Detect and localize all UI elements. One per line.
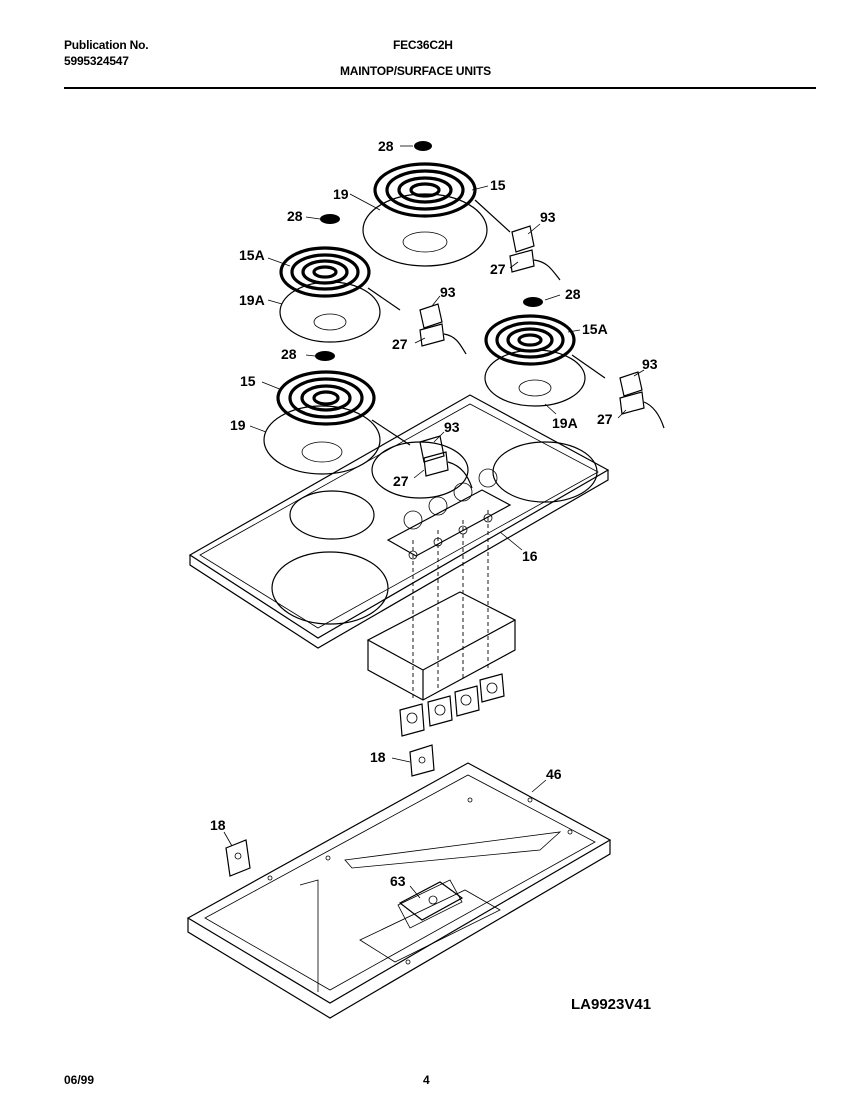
callout-16: 16 xyxy=(522,548,538,564)
callout-93-mid: 93 xyxy=(440,284,456,300)
plate-63 xyxy=(398,881,464,921)
callout-27-top: 27 xyxy=(490,261,506,277)
callout-27-mid: 27 xyxy=(392,336,408,352)
footer-date: 06/99 xyxy=(64,1073,95,1087)
surface-unit-low xyxy=(263,370,411,475)
figure-id: LA9923V41 xyxy=(571,996,652,1013)
callout-19-top: 19 xyxy=(333,186,349,202)
callout-28-right: 28 xyxy=(565,286,581,302)
surface-unit-left xyxy=(279,246,401,343)
callout-19a-right: 19A xyxy=(552,415,578,431)
callout-93-top: 93 xyxy=(540,209,556,225)
publication-label: Publication No. xyxy=(64,38,149,52)
callout-46: 46 xyxy=(546,766,562,782)
section-title: MAINTOP/SURFACE UNITS xyxy=(340,64,491,78)
callout-27-right: 27 xyxy=(597,411,613,427)
callout-18-mid: 18 xyxy=(370,749,386,765)
callout-19-low: 19 xyxy=(230,417,246,433)
surface-unit-top xyxy=(362,162,511,267)
callout-28-top: 28 xyxy=(378,138,394,154)
callout-28-low: 28 xyxy=(281,346,297,362)
callout-28-left: 28 xyxy=(287,208,303,224)
callout-15a-left: 15A xyxy=(239,247,265,263)
callout-15-top: 15 xyxy=(490,177,506,193)
callout-18-left: 18 xyxy=(210,817,226,833)
publication-number: 5995324547 xyxy=(64,54,129,68)
page-number: 4 xyxy=(423,1073,430,1087)
callout-15a-right: 15A xyxy=(582,321,608,337)
control-panel-box xyxy=(366,591,517,701)
receptacles xyxy=(419,225,665,489)
bracket-left xyxy=(225,839,251,877)
callouts: 28 19 15 28 93 27 15A 19A 93 27 28 15A 2… xyxy=(210,138,658,889)
callout-15-low: 15 xyxy=(240,373,256,389)
callout-27-low: 27 xyxy=(393,473,409,489)
callout-93-low: 93 xyxy=(444,419,460,435)
leader-lines xyxy=(223,145,645,899)
burner-box-pan xyxy=(186,762,612,1019)
main-top xyxy=(188,394,610,649)
bracket-mid xyxy=(409,744,435,777)
callout-93-right: 93 xyxy=(642,356,658,372)
grommets xyxy=(315,141,543,361)
infinite-switches xyxy=(399,673,505,737)
model-number: FEC36C2H xyxy=(393,38,453,52)
surface-unit-right xyxy=(484,314,606,407)
callout-63: 63 xyxy=(390,873,406,889)
callout-19a-left: 19A xyxy=(239,292,265,308)
header-rule xyxy=(64,87,816,89)
